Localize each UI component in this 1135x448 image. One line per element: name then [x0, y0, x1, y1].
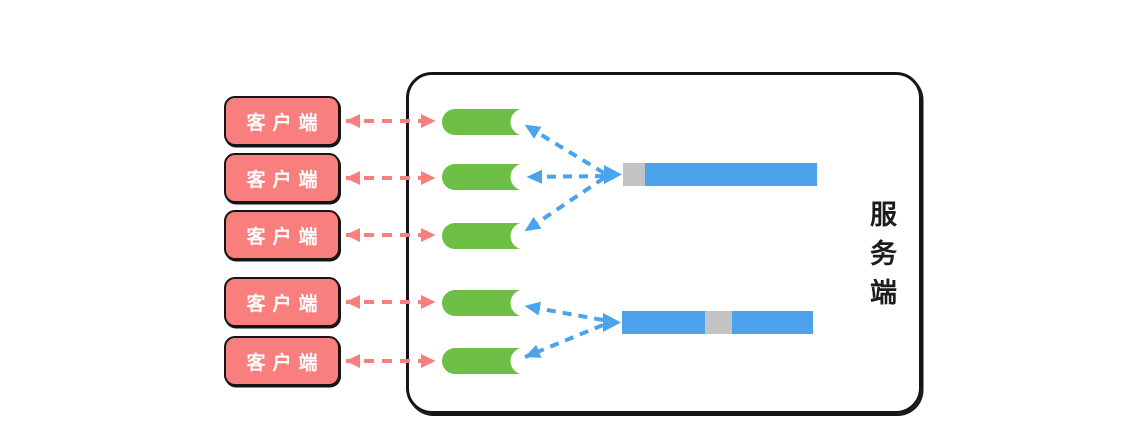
server-label: 服务端: [866, 200, 896, 317]
buffer-2-arrowhead: [603, 313, 621, 332]
client-label: 客户端: [246, 352, 325, 374]
buffer-1-arrowhead: [604, 165, 622, 184]
worker-pills: [442, 108, 538, 375]
dispatch-arrow-to-worker-5: [524, 323, 604, 359]
client-label: 客户端: [246, 112, 325, 134]
client-box-3: 客户端: [224, 210, 340, 260]
client-box-4: 客户端: [224, 277, 340, 327]
worker-pill-1: [442, 108, 538, 136]
worker-pill-2: [442, 163, 538, 191]
dispatch-arrow-to-worker-1: [523, 123, 606, 175]
client-label: 客户端: [246, 226, 325, 248]
worker-pill-3: [442, 222, 538, 250]
buffer-segment-blue: [622, 311, 705, 334]
buffer-bar-1: [623, 163, 817, 186]
buffer-segment-blue: [645, 163, 817, 186]
worker-pill-notch: [510, 347, 538, 375]
client-connection-arrows: [345, 114, 436, 368]
client-box-2: 客户端: [224, 153, 340, 203]
client-label: 客户端: [246, 293, 325, 315]
client-box-1: 客户端: [224, 96, 340, 146]
dispatch-arrow-to-worker-3: [523, 176, 606, 233]
worker-pill-5: [442, 347, 538, 375]
worker-pill-notch: [510, 289, 538, 317]
dispatch-arrow-to-worker-2: [526, 169, 605, 184]
buffer-segment-gray: [623, 163, 645, 186]
server-box: [406, 72, 922, 414]
buffer-segment-blue: [732, 311, 813, 334]
buffer-bar-2: [622, 311, 813, 334]
client-label: 客户端: [246, 169, 325, 191]
dispatch-arrows-group-1: [523, 123, 606, 233]
dispatch-arrows-group-2: [524, 301, 604, 359]
worker-pill-4: [442, 289, 538, 317]
client-box-5: 客户端: [224, 336, 340, 386]
dispatch-arrow-to-worker-4: [524, 301, 604, 322]
buffer-segment-gray: [705, 311, 732, 334]
